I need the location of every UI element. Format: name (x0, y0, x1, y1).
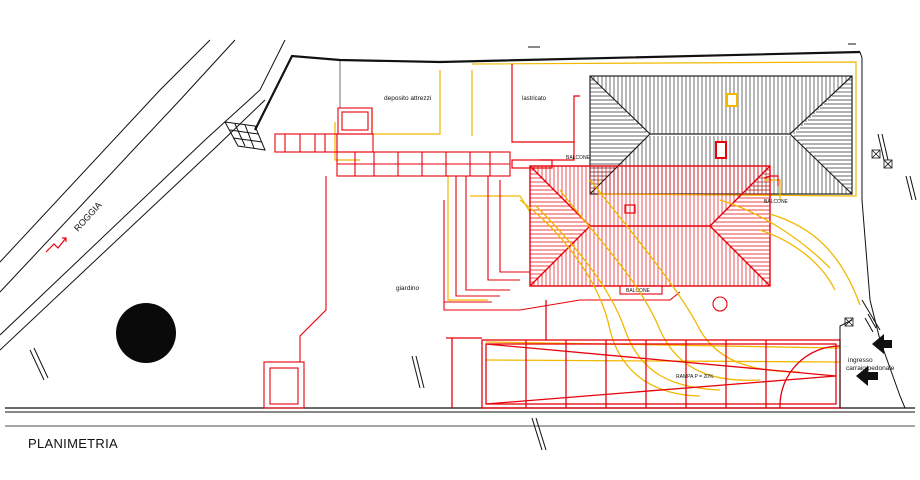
stepped-outlines (443, 175, 681, 311)
entrance-label-2: carraio/pedonale (846, 365, 895, 372)
balcony-label-3: BALCONE (764, 199, 789, 205)
paving-label: lastricato (522, 96, 547, 102)
entrance-gate (839, 299, 881, 408)
paving-grid (274, 107, 511, 177)
balcony-label-2: BALCONE (626, 288, 651, 294)
access-paths (485, 179, 861, 397)
flow-arrow-icon (45, 237, 67, 253)
canal-bridge (224, 121, 266, 151)
canal-label: ROGGIA (72, 200, 104, 233)
driveway-ramp (446, 300, 841, 409)
manhole-symbol (712, 296, 728, 312)
tree-symbol (116, 303, 176, 363)
new-roof (529, 165, 771, 287)
chimney-yellow (726, 93, 738, 107)
canal-banks (0, 39, 286, 351)
storage-label: deposito attrezzi (384, 95, 431, 102)
entrance-arrow-icon (856, 334, 892, 386)
balcony-label-1: BALCONE (566, 155, 591, 161)
road-lines (5, 407, 915, 427)
chimney-red (715, 141, 727, 159)
ramp-label: RAMPA P = 20% (676, 374, 714, 380)
existing-roof (589, 75, 853, 195)
chimney-small (624, 204, 636, 214)
lamp-icon (844, 149, 893, 327)
entrance-label-1: ingresso (848, 357, 873, 364)
road-hatch-marks (29, 133, 917, 451)
garden-outline (263, 176, 327, 409)
drawing-title: PLANIMETRIA (28, 436, 118, 451)
garden-label: giardino (396, 285, 420, 292)
